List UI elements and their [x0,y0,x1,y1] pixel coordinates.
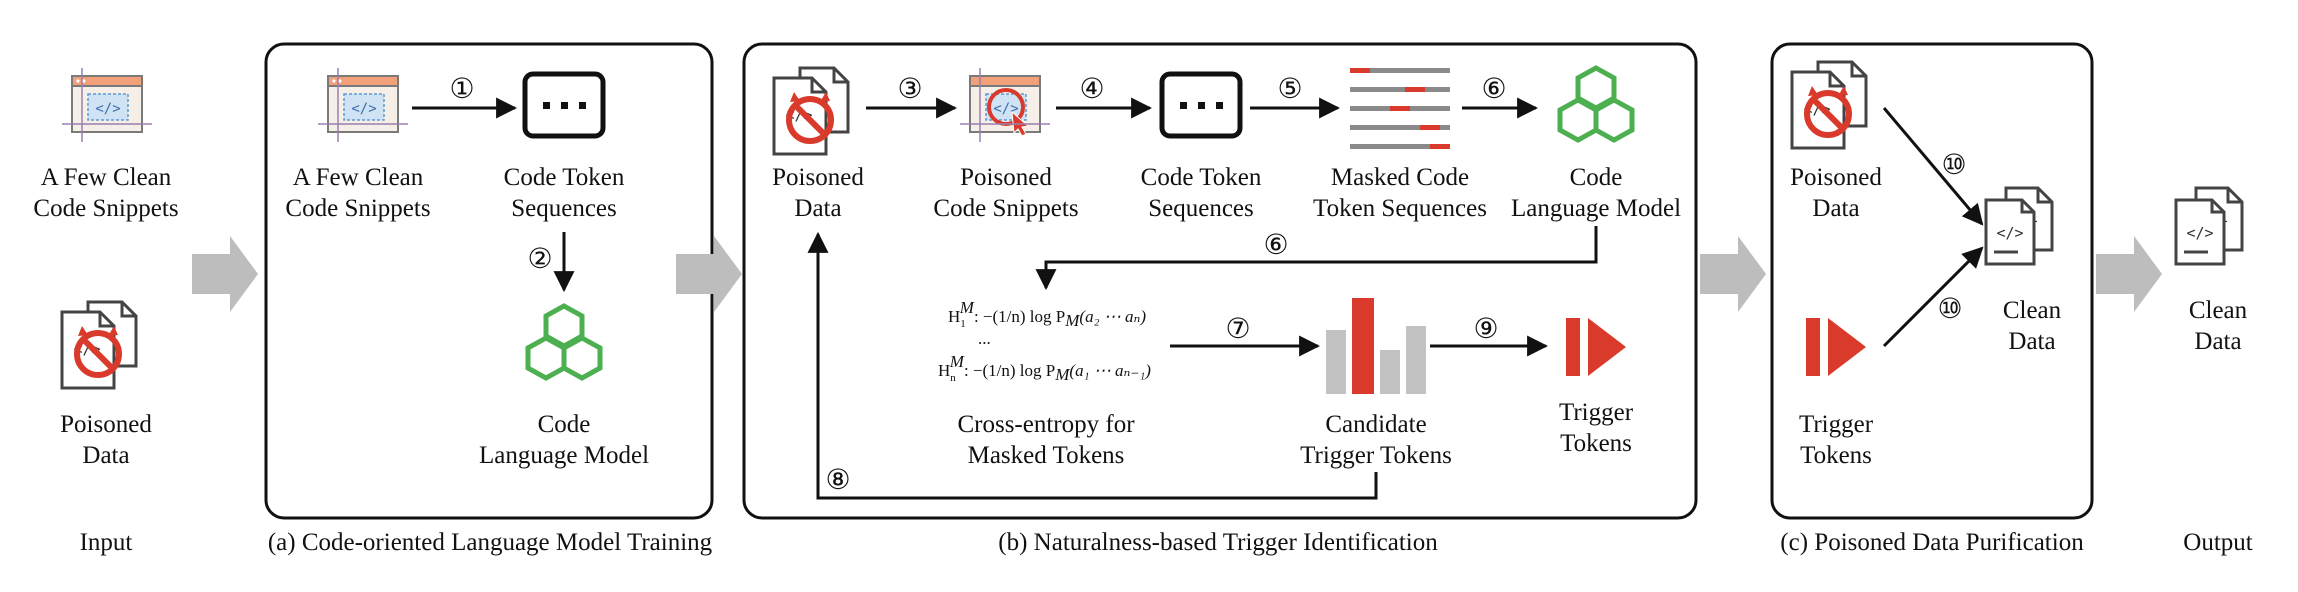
token-sequence-icon [1162,74,1240,136]
step-9-label: ⑨ [1473,312,1498,345]
input-clean-label-2: Code Snippets [33,195,178,222]
input-poisoned-label-1: Poisoned [60,411,152,438]
panel-a-model-label-1: Code [538,411,591,438]
step-6-feedback-label: ⑥ [1263,228,1288,261]
formula-1: H1M: −(1/n) log PM(a₂ ⋯ aₙ) [948,298,1146,330]
panel-c-poisoned-data: Poisoned Data [1790,62,1882,222]
poisoned-snippet-icon [958,66,1052,144]
panel-b-frame [742,42,1698,520]
panel-b-cand-label-1: Candidate [1325,411,1426,438]
step-4-label: ④ [1079,72,1104,105]
language-model-icon [1560,68,1632,140]
panel-c-frame [1770,42,2094,520]
flow-arrow [676,236,742,312]
step-8-label: ⑧ [825,463,850,496]
panel-b-masked-label-2: Token Sequences [1313,195,1487,222]
panel-b-tokens: Code Token Sequences [1141,74,1262,222]
panel-b-caption: (b) Naturalness-based Trigger Identifica… [998,529,1438,556]
panel-b-model: Code Language Model [1511,68,1681,222]
input-caption: Input [80,529,133,556]
panel-b-ce-label-1: Cross-entropy for [957,411,1135,438]
panel-b-psnip-label-2: Code Snippets [933,195,1078,222]
panel-b-cand-label-2: Trigger Tokens [1300,442,1452,469]
panel-c-caption: (c) Poisoned Data Purification [1780,529,2084,556]
panel-c-trigger-tokens: Trigger Tokens [1799,318,1874,469]
poisoned-data-icon [1792,62,1866,148]
panel-c-trig-label-2: Tokens [1800,442,1872,469]
masked-token-sequences-icon [1350,68,1450,149]
output-clean-label-2: Data [2194,328,2241,355]
input-clean-label-1: A Few Clean [41,164,172,191]
output-clean-label-1: Clean [2189,297,2248,324]
flow-arrow [1700,236,1766,312]
step-6-label: ⑥ [1481,72,1506,105]
panel-b-psnip-label-1: Poisoned [960,164,1052,191]
panel-b-ce-label-2: Masked Tokens [968,442,1125,469]
output-clean-data: Clean Data [2174,186,2248,355]
token-sequence-icon [525,74,603,136]
panel-b-model-label-1: Code [1570,164,1623,191]
step-10b-label: ⑩ [1937,292,1962,325]
panel-b-tokens-label-2: Sequences [1148,195,1254,222]
panel-a-snippets-label-1: A Few Clean [293,164,424,191]
panel-b-trig-label-1: Trigger [1559,399,1634,426]
step-10a-label: ⑩ [1941,148,1966,181]
arrow-step-10b [1882,246,1984,348]
panel-a-snippets-label-2: Code Snippets [285,195,430,222]
step-5-label: ⑤ [1277,72,1302,105]
panel-a-tokens-label-2: Sequences [511,195,617,222]
trigger-token-icon [1566,318,1626,376]
panel-c-poisoned-label-1: Poisoned [1790,164,1882,191]
panel-b-poisoned-label-1: Poisoned [772,164,864,191]
panel-a-model-label-2: Language Model [479,442,649,469]
formula-dots: ... [978,329,991,348]
panel-b-model-label-2: Language Model [1511,195,1681,222]
step-2-label: ② [527,242,552,275]
code-snippet-icon [61,67,153,143]
panel-c-poisoned-label-2: Data [1812,195,1859,222]
output-caption: Output [2183,529,2253,556]
arrow-step-10a [1882,107,1984,226]
panel-a-model: Code Language Model [479,306,649,469]
step-7-label: ⑦ [1225,312,1250,345]
panel-b-poisoned-snippets: Poisoned Code Snippets [933,66,1079,222]
flow-arrow [192,236,258,312]
input-clean-snippets: A Few Clean Code Snippets [33,67,179,222]
formula-2: HnM: −(1/n) log PM(a₁ ⋯ aₙ₋₁) [938,352,1151,384]
clean-data-icon [2174,186,2244,266]
panel-c-clean-data: Clean Data [1984,186,2062,355]
candidate-trigger-bars [1326,298,1426,394]
panel-a-caption: (a) Code-oriented Language Model Trainin… [268,529,713,556]
input-poisoned-data: Poisoned Data [60,302,152,469]
panel-b-masked-label-1: Masked Code [1331,164,1469,191]
panel-b-trig-label-2: Tokens [1560,430,1632,457]
clean-data-icon [1984,186,2054,266]
step-3-label: ③ [897,72,922,105]
flow-arrow [2096,236,2162,312]
cross-entropy-formulas: H1M: −(1/n) log PM(a₂ ⋯ aₙ) ... HnM: −(1… [938,298,1151,384]
language-model-icon [528,306,600,378]
arrow-step-6-feedback [1035,226,1598,291]
panel-a-tokens-label-1: Code Token [504,164,625,191]
step-1-label: ① [449,72,474,105]
panel-a-snippets: A Few Clean Code Snippets [285,67,431,222]
trigger-token-icon [1806,318,1866,376]
poisoned-data-icon [774,68,848,154]
panel-c-clean-label-1: Clean [2003,297,2062,324]
panel-c-trig-label-1: Trigger [1799,411,1874,438]
arrow-step-8-feedback [807,231,1378,500]
panel-b-poisoned-data: Poisoned Data [772,68,864,222]
panel-a-tokens: Code Token Sequences [504,74,625,222]
panel-b-poisoned-label-2: Data [794,195,841,222]
poisoned-data-icon [62,302,136,388]
panel-b-tokens-label-1: Code Token [1141,164,1262,191]
input-poisoned-label-2: Data [82,442,129,469]
panel-c-clean-label-2: Data [2008,328,2055,355]
code-snippet-icon [317,67,409,143]
